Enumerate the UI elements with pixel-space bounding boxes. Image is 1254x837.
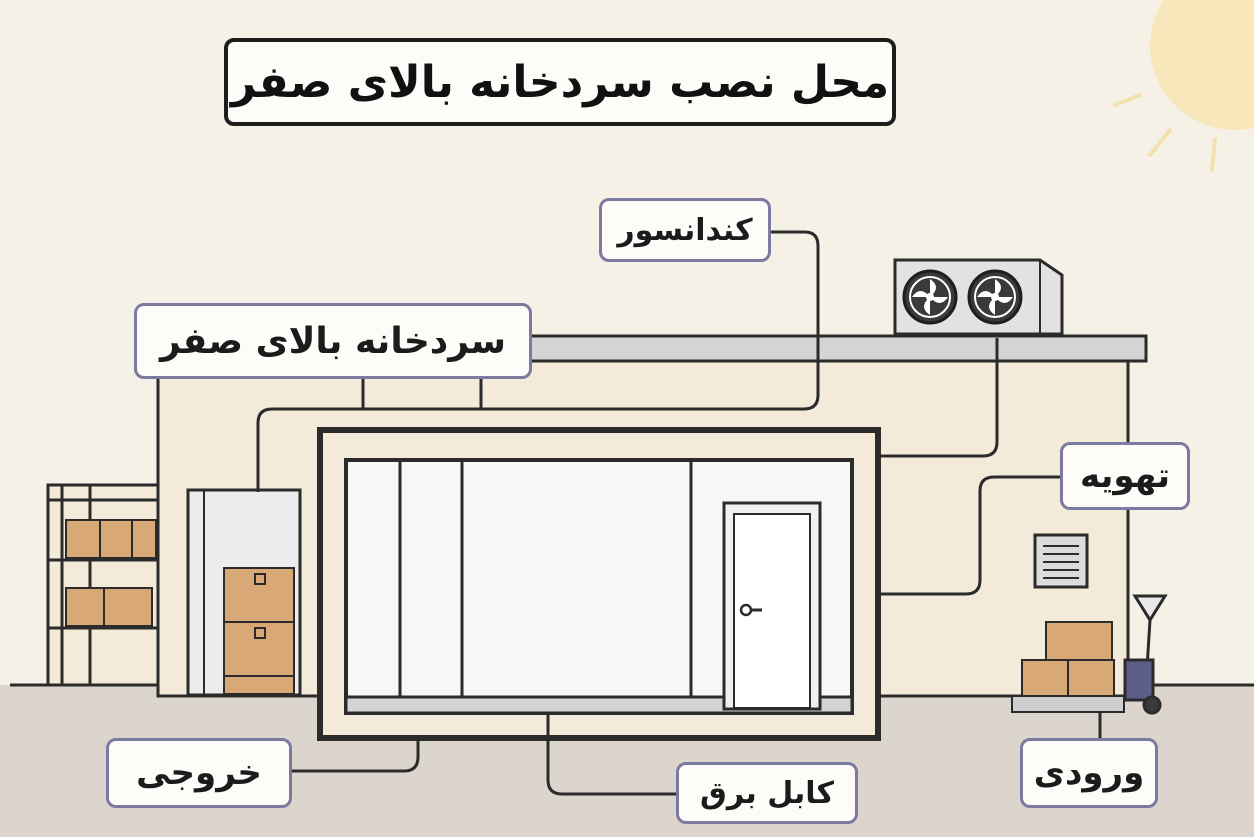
sun-rays xyxy=(1113,93,1217,172)
cold-room-panels xyxy=(398,460,693,697)
label-power-cable: کابل برق xyxy=(676,762,858,824)
label-entrance: ورودی xyxy=(1020,738,1158,808)
page-title: محل نصب سردخانه بالای صفر xyxy=(224,38,896,126)
label-cold-room: سردخانه بالای صفر xyxy=(134,303,532,379)
sun-icon xyxy=(1150,0,1254,130)
fan-icon xyxy=(967,269,1023,325)
shelf-boxes xyxy=(65,519,157,627)
storage-shelf xyxy=(46,483,160,687)
pallet-jack-icon xyxy=(1123,594,1168,715)
leader-lines xyxy=(256,230,1130,796)
pallet-boxes xyxy=(1011,621,1125,713)
cold-room-door xyxy=(722,501,822,711)
exit-storage-unit xyxy=(186,488,302,697)
label-exit: خروجی xyxy=(106,738,292,808)
label-condenser: کندانسور xyxy=(599,198,771,262)
roof-slab xyxy=(528,334,1148,363)
fan-icon xyxy=(902,269,958,325)
vent-grille-icon xyxy=(1033,533,1089,589)
door-handle-icon xyxy=(739,603,753,617)
label-ventilation: تهویه xyxy=(1060,442,1190,510)
condenser-unit xyxy=(893,258,1064,336)
